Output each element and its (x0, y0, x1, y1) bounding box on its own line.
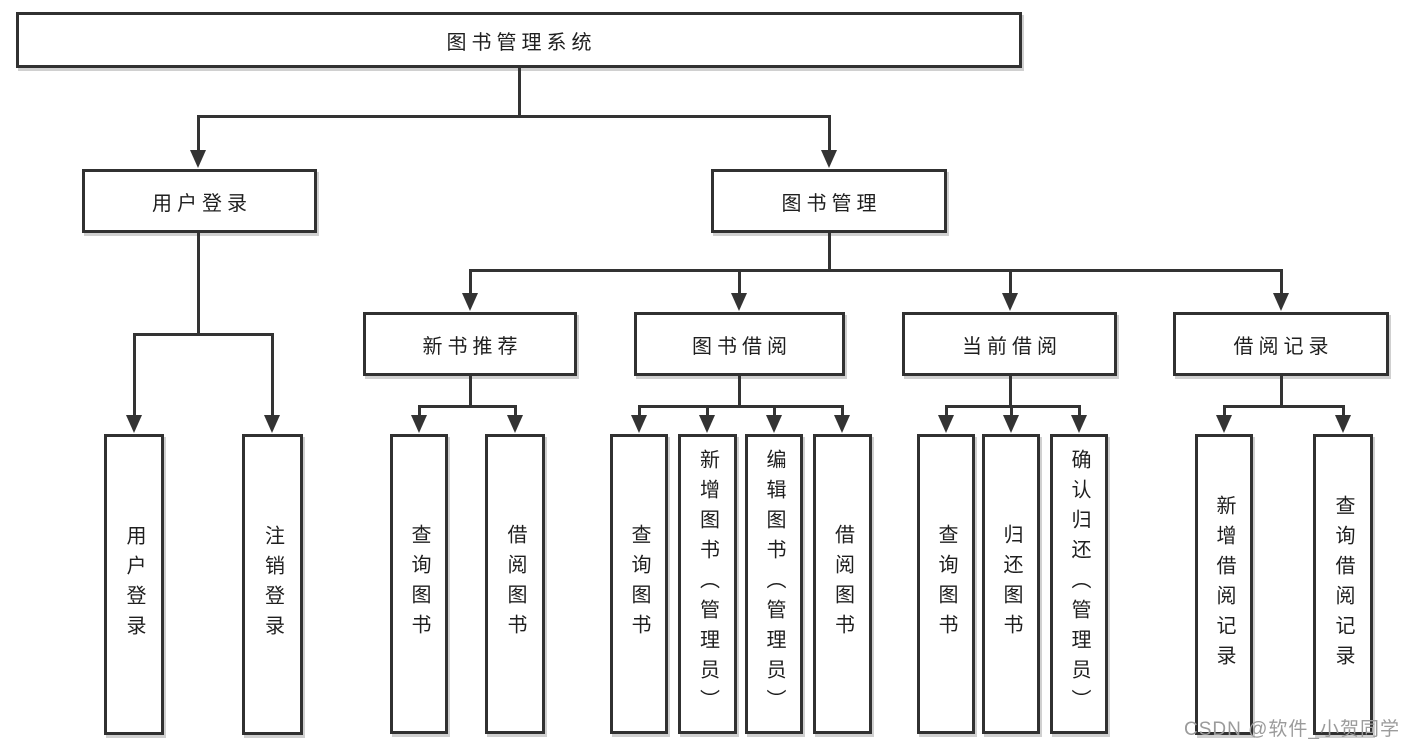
node-book-management: 图书管理 (711, 169, 947, 233)
connector-line (197, 115, 831, 118)
arrow-down-icon (938, 415, 954, 433)
connector-line (638, 405, 641, 417)
arrow-down-icon (1335, 415, 1351, 433)
arrow-down-icon (1273, 293, 1289, 311)
leaf-query-books-recommend: 查询图书 (390, 434, 448, 734)
connector-line (1223, 405, 1226, 417)
connector-line (469, 269, 1283, 272)
connector-line (1280, 376, 1283, 407)
arrow-down-icon (507, 415, 523, 433)
connector-line (1010, 405, 1013, 417)
arrow-down-icon (631, 415, 647, 433)
leaf-confirm-return-admin: 确认归还（管理员） (1050, 434, 1108, 734)
leaf-user-login: 用户登录 (104, 434, 164, 735)
leaf-borrow-books: 借阅图书 (813, 434, 872, 734)
connector-line (1078, 405, 1081, 417)
connector-line (828, 233, 831, 271)
leaf-edit-books-admin: 编辑图书（管理员） (745, 434, 803, 734)
connector-line (418, 405, 517, 408)
watermark: CSDN @软件_小贺同学 (1184, 719, 1400, 740)
connector-line (271, 333, 274, 415)
connector-line (133, 333, 136, 415)
leaf-add-borrow-record: 新增借阅记录 (1195, 434, 1253, 735)
arrow-down-icon (766, 415, 782, 433)
arrow-down-icon (1002, 293, 1018, 311)
connector-line (828, 115, 831, 152)
node-book-borrow: 图书借阅 (634, 312, 845, 376)
leaf-return-books: 归还图书 (982, 434, 1040, 734)
leaf-logout: 注销登录 (242, 434, 303, 735)
connector-line (1223, 405, 1344, 408)
connector-line (1009, 269, 1012, 295)
node-current-borrow: 当前借阅 (902, 312, 1117, 376)
node-borrow-records: 借阅记录 (1173, 312, 1389, 376)
connector-line (738, 269, 741, 295)
node-root-library-system: 图书管理系统 (16, 12, 1022, 68)
connector-line (945, 405, 948, 417)
arrow-down-icon (699, 415, 715, 433)
leaf-query-borrow-record: 查询借阅记录 (1313, 434, 1373, 735)
arrow-down-icon (731, 293, 747, 311)
leaf-query-books-current: 查询图书 (917, 434, 975, 734)
connector-line (469, 269, 472, 295)
connector-line (514, 405, 517, 417)
connector-line (773, 405, 776, 417)
connector-line (197, 233, 200, 335)
arrow-down-icon (126, 415, 142, 433)
arrow-down-icon (1071, 415, 1087, 433)
arrow-down-icon (821, 150, 837, 168)
connector-line (1280, 269, 1283, 295)
arrow-down-icon (411, 415, 427, 433)
connector-line (518, 68, 521, 117)
arrow-down-icon (834, 415, 850, 433)
arrow-down-icon (264, 415, 280, 433)
connector-line (1342, 405, 1345, 417)
connector-line (1009, 376, 1012, 407)
connector-line (133, 333, 274, 336)
leaf-add-books-admin: 新增图书（管理员） (678, 434, 737, 734)
connector-line (945, 405, 1081, 408)
arrow-down-icon (1216, 415, 1232, 433)
arrow-down-icon (1003, 415, 1019, 433)
node-new-book-recommend: 新书推荐 (363, 312, 577, 376)
node-user-login: 用户登录 (82, 169, 317, 233)
leaf-query-books-borrow: 查询图书 (610, 434, 668, 734)
connector-line (738, 376, 741, 407)
leaf-borrow-books-recommend: 借阅图书 (485, 434, 545, 734)
connector-line (638, 405, 844, 408)
connector-line (418, 405, 421, 417)
arrow-down-icon (190, 150, 206, 168)
connector-line (197, 115, 200, 152)
connector-line (706, 405, 709, 417)
connector-line (469, 376, 472, 407)
connector-line (841, 405, 844, 417)
arrow-down-icon (462, 293, 478, 311)
